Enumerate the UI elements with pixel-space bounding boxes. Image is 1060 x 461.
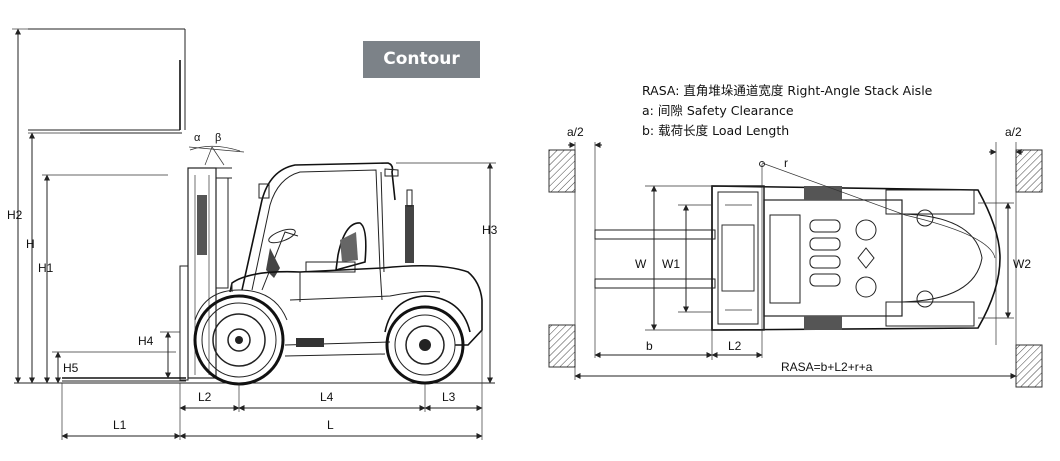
label-h3: H3 [482,223,498,237]
label-h5: H5 [63,361,79,375]
top-truck [711,185,1001,331]
wall-top-right [1015,149,1043,193]
label-beta: β [215,132,221,144]
chassis [229,264,483,357]
side-view: H2 H H1 H4 H5 H3 L2 L4 L3 L1 L α β [7,28,498,440]
contour-badge: Contour [363,41,480,78]
wall-bottom-right [1015,344,1043,388]
label-a-half-left: a/2 [567,125,584,139]
label-l: L [327,418,334,432]
label-l2-top: L2 [728,339,742,353]
forks [62,265,189,382]
label-r: r [784,156,788,170]
legend-load-length: b: 载荷长度 Load Length [642,123,790,138]
wall-top-left [548,149,576,193]
wall-bottom-left [548,324,576,368]
label-h1: H1 [38,261,54,275]
label-rasa-formula: RASA=b+L2+r+a [781,360,873,374]
cab [241,162,414,291]
top-view: a/2 a/2 r W W1 W2 b L2 RASA=b+L2+r+a [548,125,1043,388]
legend-safety-clearance: a: 间隙 Safety Clearance [642,103,794,118]
label-alpha: α [194,132,201,144]
rear-wheel [384,295,471,385]
label-h4: H4 [138,334,154,348]
label-l2-side: L2 [198,390,212,404]
raised-load [28,28,186,134]
label-b: b [646,339,653,353]
label-w2: W2 [1013,257,1031,271]
label-h2: H2 [7,208,23,222]
mast [187,167,232,379]
vertical-dimensions [12,28,496,384]
legend-rasa: RASA: 直角堆垛通道宽度 Right-Angle Stack Aisle [642,83,933,98]
top-forks [594,229,716,289]
label-w1: W1 [662,257,680,271]
label-l1: L1 [113,418,127,432]
label-l4: L4 [320,390,334,404]
label-a-half-right: a/2 [1005,125,1022,139]
label-l3: L3 [442,390,456,404]
label-h: H [26,237,35,251]
horizontal-dimensions [61,330,483,440]
tilt-angle-marks [188,145,245,166]
label-w: W [635,257,647,271]
